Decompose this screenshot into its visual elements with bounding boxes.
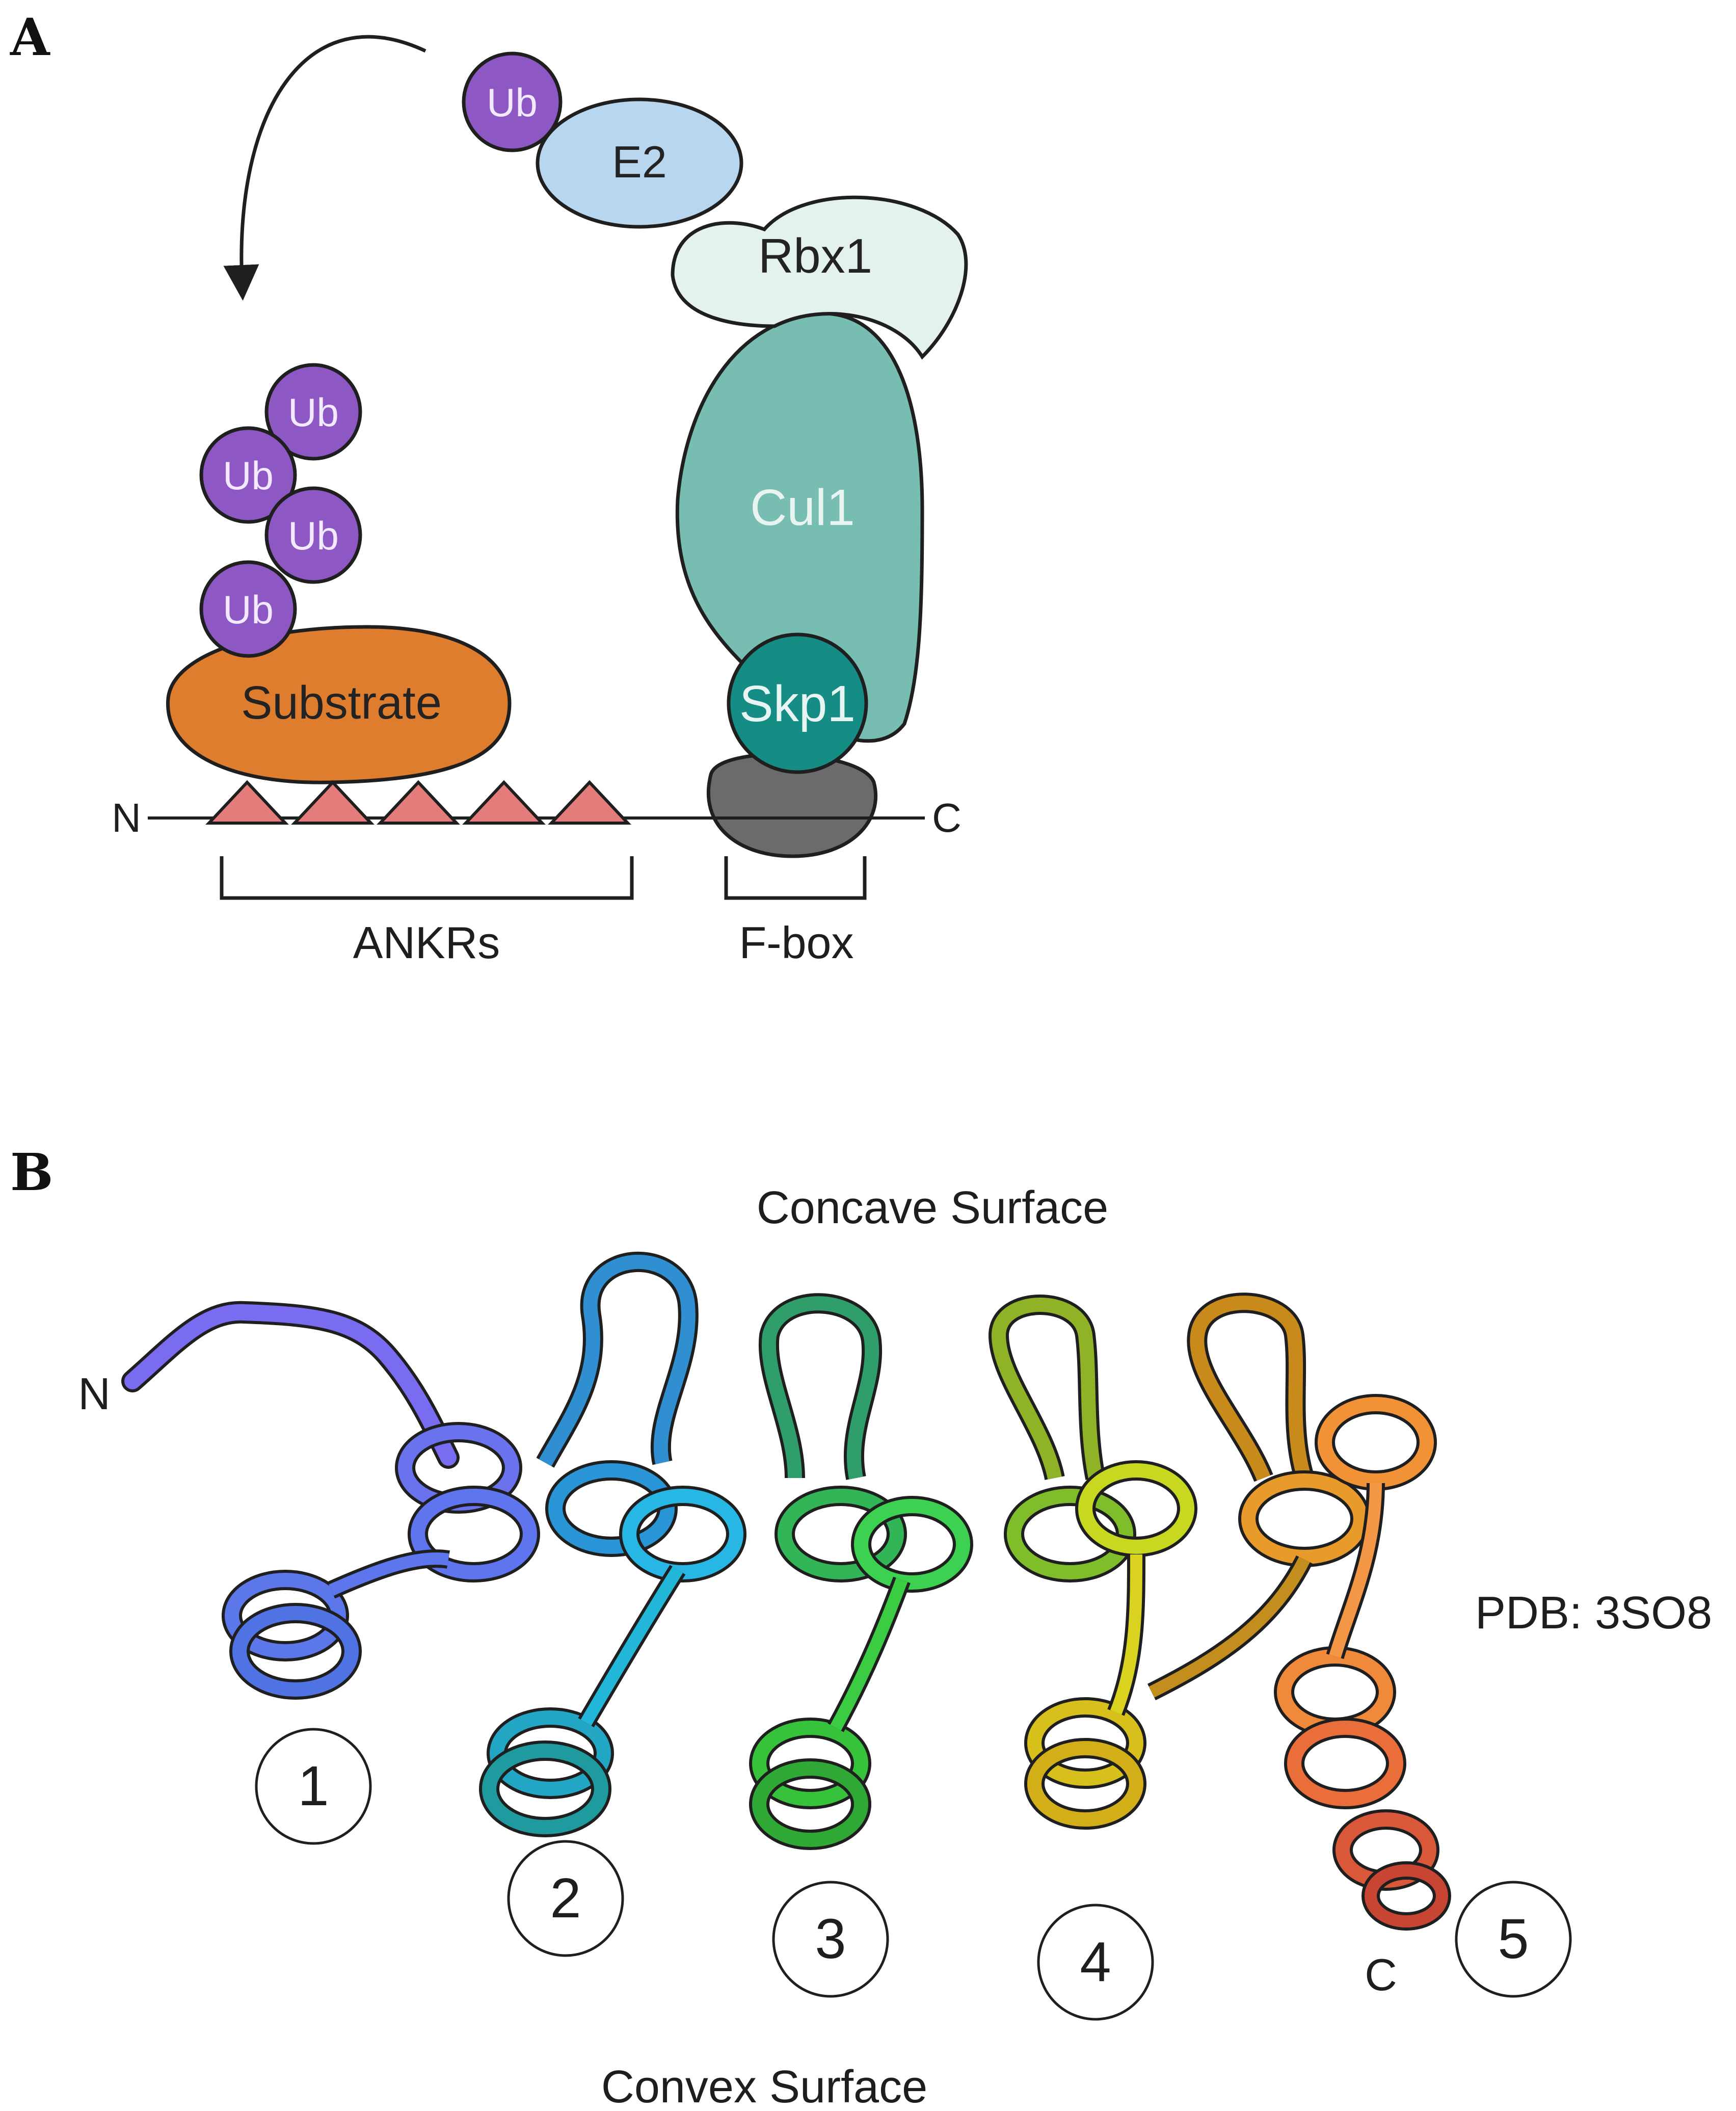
ubiquitin-on-e2 [462,51,563,152]
repeat-5-ribbon [1147,1292,1451,1931]
ankr-triangle-5 [548,780,631,825]
ub-label-chain-4: Ub [288,390,339,435]
ub-label-chain-1: Ub [223,587,274,632]
repeat-2-ribbon [479,1252,746,1837]
skp1-label: Skp1 [739,675,856,732]
polyubiquitin-2 [264,486,362,584]
polyubiquitin-4 [264,363,362,461]
ub-label-chain-3: Ub [223,453,274,498]
ankrs-bracket [220,856,634,900]
n-terminus-b: N [78,1368,111,1419]
rbx1-protein [671,195,968,360]
e2-label: E2 [612,137,667,187]
pdb-label: PDB: 3SO8 [1475,1588,1712,1639]
panel-b-letter: B [10,1142,54,1202]
panel-a-letter: A [10,7,50,67]
repeat-number-1: 1 [298,1755,329,1817]
fbox-bracket [724,856,867,900]
skp1-protein [727,632,868,774]
polyubiquitin-1 [199,560,297,658]
ubiquitin-transfer-arrow [223,35,426,301]
substrate-label: Substrate [241,677,442,729]
ub-label-e2: Ub [487,80,538,125]
repeat-number-3-circle [772,1881,889,1998]
n-terminal-tail-fill [124,1304,457,1466]
repeat-number-5-circle [1455,1881,1572,1998]
ankrs-label: ANKRs [353,917,500,968]
cul1-label: Cul1 [750,479,855,536]
repeat-number-3: 3 [815,1908,846,1970]
c-terminus-a: C [932,795,962,840]
repeat-1-ribbon [222,1422,540,1700]
concave-surface-label: Concave Surface [757,1182,1108,1233]
repeat-number-4-circle [1037,1904,1154,2021]
ankr-triangle-1 [205,780,289,825]
n-terminus-a: N [112,795,141,840]
fbox-label: F-box [739,917,854,968]
repeat-number-5: 5 [1498,1908,1529,1970]
repeat-number-4: 4 [1080,1931,1111,1993]
e2-enzyme [536,97,743,229]
rbx1-label: Rbx1 [758,229,872,283]
repeat-number-1-circle [255,1728,372,1845]
repeat-3-ribbon [749,1293,973,1850]
repeat-4-ribbon [988,1295,1197,1830]
ankr-triangle-4 [462,780,546,825]
ankr-triangle-3 [377,780,460,825]
convex-surface-label: Convex Surface [601,2062,927,2111]
c-terminus-b: C [1365,1949,1397,2000]
polyubiquitin-3 [199,426,297,524]
repeat-number-2-circle [507,1840,624,1957]
repeat-number-2: 2 [550,1867,581,1930]
ub-label-chain-2: Ub [288,513,339,558]
ankr-triangle-2 [291,780,375,825]
ankyrin-repeats [205,780,631,825]
